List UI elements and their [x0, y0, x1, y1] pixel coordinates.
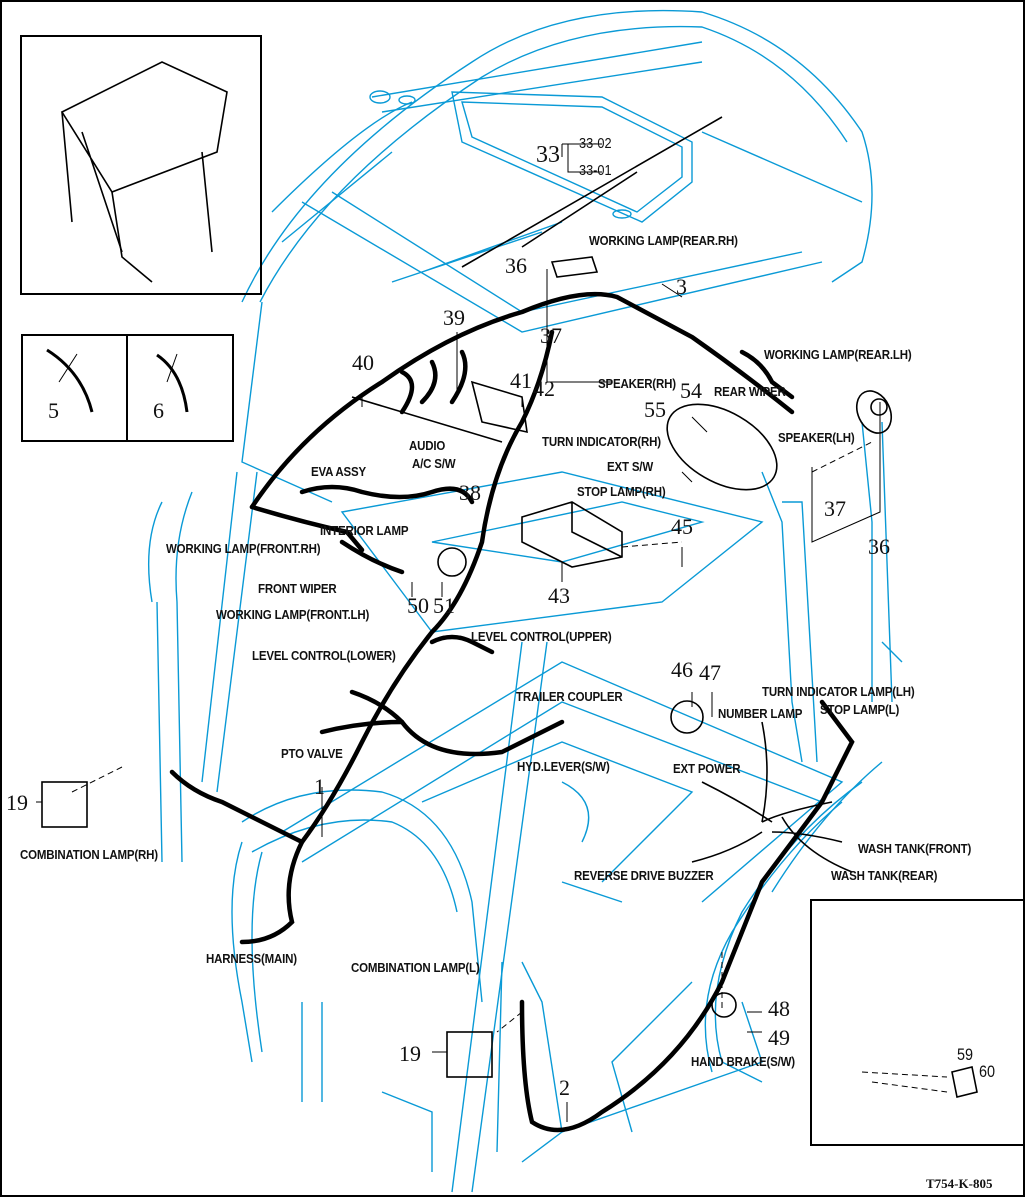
label-stop-lamp-rh: STOP LAMP(RH) [577, 485, 666, 499]
label-harness-main: HARNESS(MAIN) [206, 952, 297, 966]
callout-46: 46 [671, 657, 693, 682]
callout-59: 59 [957, 1045, 974, 1064]
label-hand-brake-sw: HAND BRAKE(S/W) [691, 1055, 795, 1069]
thin-wires-and-parts [41, 61, 978, 1098]
callout-38: 38 [459, 480, 481, 505]
leader-lines [36, 143, 881, 1122]
label-reverse-drive-buzzer: REVERSE DRIVE BUZZER [574, 869, 714, 883]
callout-41: 41 [510, 368, 532, 393]
callout-54: 54 [680, 378, 702, 403]
callout-33-02: 33-02 [579, 135, 612, 152]
label-turn-indicator-rh: TURN INDICATOR(RH) [542, 435, 661, 449]
label-hyd-lever-sw: HYD.LEVER(S/W) [517, 760, 610, 774]
callout-37-top: 37 [540, 323, 562, 348]
callout-60: 60 [979, 1062, 996, 1081]
label-level-control-upper: LEVEL CONTROL(UPPER) [471, 630, 612, 644]
detail-inset-box [810, 899, 1023, 1146]
callout-39: 39 [443, 305, 465, 330]
cab-thumbnail-inset [20, 35, 262, 295]
callout-36-right: 36 [868, 534, 890, 559]
label-trailer-coupler: TRAILER COUPLER [516, 690, 623, 704]
leader-dashed-lines [71, 441, 948, 1093]
label-level-control-lower: LEVEL CONTROL(LOWER) [252, 649, 396, 663]
label-interior-lamp: INTERIOR LAMP [320, 524, 409, 538]
label-working-lamp-rear-lh: WORKING LAMP(REAR.LH) [764, 348, 912, 362]
callout-1: 1 [314, 774, 325, 799]
callout-33: 33 [536, 142, 560, 168]
label-ext-power: EXT POWER [673, 762, 741, 776]
label-combination-lamp-rh: COMBINATION LAMP(RH) [20, 848, 158, 862]
callout-55: 55 [644, 397, 666, 422]
callout-45: 45 [671, 514, 693, 539]
label-working-lamp-front-lh: WORKING LAMP(FRONT.LH) [216, 608, 370, 622]
callout-6: 6 [153, 398, 164, 423]
label-ac-sw: A/C S/W [412, 457, 456, 471]
callout-49: 49 [768, 1025, 790, 1050]
label-turn-indicator-lamp-lh: TURN INDICATOR LAMP(LH) [762, 685, 915, 699]
label-speaker-lh: SPEAKER(LH) [778, 431, 855, 445]
part-inset-divider [126, 334, 128, 442]
callout-33-01: 33-01 [579, 162, 612, 179]
label-number-lamp: NUMBER LAMP [718, 707, 803, 721]
label-audio: AUDIO [409, 439, 446, 453]
label-combination-lamp-l: COMBINATION LAMP(L) [351, 961, 480, 975]
callout-36-top: 36 [505, 253, 527, 278]
callout-50: 50 [407, 593, 429, 618]
callout-19-right: 19 [6, 790, 28, 815]
callout-2: 2 [559, 1075, 570, 1100]
label-wash-tank-front: WASH TANK(FRONT) [858, 842, 972, 856]
callout-47: 47 [699, 660, 721, 685]
label-pto-valve: PTO VALVE [281, 747, 343, 761]
label-speaker-rh: SPEAKER(RH) [598, 377, 676, 391]
label-front-wiper: FRONT WIPER [258, 582, 337, 596]
callout-5: 5 [48, 398, 59, 423]
callout-48: 48 [768, 996, 790, 1021]
label-eva-assy: EVA ASSY [311, 465, 366, 479]
callout-42: 42 [533, 376, 555, 401]
harness-lines [169, 291, 855, 1133]
label-rear-wiper: REAR WIPER [714, 385, 786, 399]
label-stop-lamp-l: STOP LAMP(L) [820, 703, 900, 717]
label-wash-tank-rear: WASH TANK(REAR) [831, 869, 938, 883]
callout-43: 43 [548, 583, 570, 608]
label-working-lamp-front-rh: WORKING LAMP(FRONT.RH) [166, 542, 321, 556]
figure-code: T754-K-805 [926, 1176, 993, 1191]
callout-51: 51 [433, 593, 455, 618]
label-working-lamp-rear-rh: WORKING LAMP(REAR.RH) [589, 234, 738, 248]
callout-37-right: 37 [824, 496, 846, 521]
cab-structure-lines [147, 9, 903, 1193]
callout-3: 3 [676, 274, 687, 299]
callout-19-left: 19 [399, 1041, 421, 1066]
callout-40: 40 [352, 350, 374, 375]
label-ext-sw: EXT S/W [607, 460, 653, 474]
